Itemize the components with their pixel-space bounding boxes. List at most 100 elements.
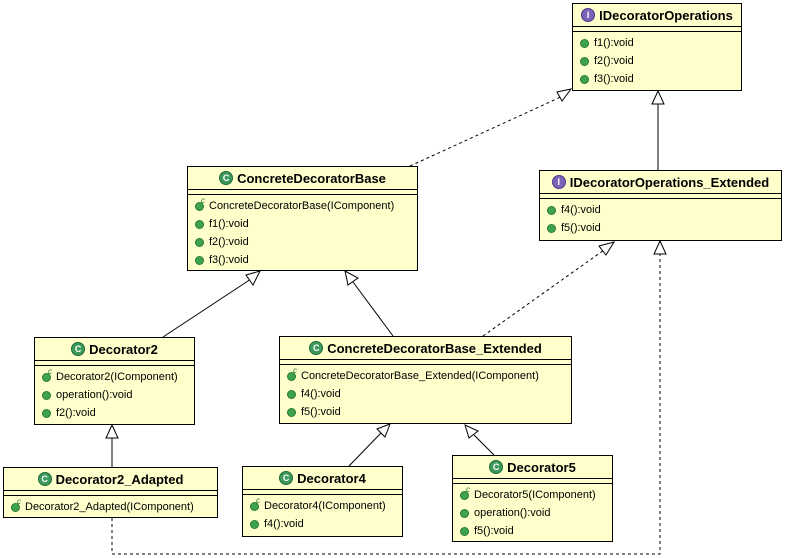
interface-icon: I [581, 8, 596, 22]
operation-item[interactable]: f2():void [573, 52, 741, 70]
operation-signature: operation():void [56, 389, 133, 401]
operation-item[interactable]: f2():void [188, 233, 417, 251]
class-name: Decorator2_Adapted [55, 471, 184, 487]
class-box-dec5[interactable]: CDecorator5Decorator5(IComponent) operati… [452, 455, 613, 542]
class-box-cdb[interactable]: CConcreteDecoratorBaseConcreteDecoratorB… [187, 166, 418, 271]
operation-item[interactable]: Decorator2_Adapted(IComponent) [4, 497, 217, 516]
operation-signature: f2():void [56, 407, 96, 419]
operation-item[interactable]: ConcreteDecoratorBase_Extended(IComponen… [280, 366, 571, 385]
operation-item[interactable]: operation():void [453, 504, 612, 522]
attributes-compartment [4, 491, 217, 496]
arrowhead-cdb-right [344, 270, 359, 286]
class-name: Decorator2 [89, 341, 158, 357]
operations-compartment: Decorator4(IComponent) f4():void [243, 495, 402, 533]
public-method-icon [195, 237, 204, 247]
arrowhead-ideco-right [651, 89, 665, 105]
constructor-icon [195, 196, 205, 211]
constructor-icon [250, 496, 260, 511]
operations-compartment: Decorator2(IComponent) operation():void f2… [35, 366, 194, 422]
constructor-icon [460, 485, 470, 500]
public-method-icon [287, 407, 296, 417]
attributes-compartment [573, 27, 741, 32]
public-method-icon [42, 390, 51, 400]
realization-cdb-ideco [409, 95, 564, 167]
attributes-compartment [453, 479, 612, 484]
operation-signature: f3():void [594, 73, 634, 85]
operation-item[interactable]: operation():void [35, 386, 194, 404]
class-icon: C [309, 341, 324, 355]
class-name: Decorator5 [507, 459, 576, 475]
operations-compartment: Decorator2_Adapted(IComponent) [4, 496, 217, 516]
operation-item[interactable]: f4():void [280, 385, 571, 403]
public-method-icon [250, 519, 259, 529]
arrowhead-cdb-left [245, 270, 261, 286]
arrowhead-ideco-left [556, 88, 573, 102]
generalization-dec2-cdb [162, 278, 252, 338]
interface-icon: I [551, 175, 566, 189]
operation-signature: f2():void [209, 236, 249, 248]
class-icon: C [71, 342, 86, 356]
class-icon: C [279, 471, 294, 485]
public-method-icon [580, 38, 589, 48]
realization-dec2a-idecx [111, 254, 661, 555]
operation-signature: f1():void [594, 37, 634, 49]
generalization-dec4-cdbx [348, 432, 382, 467]
arrowhead-idecx-left [598, 241, 616, 256]
class-icon: C [37, 472, 52, 486]
operations-compartment: Decorator5(IComponent) operation():void f5… [453, 484, 612, 540]
public-method-icon [42, 408, 51, 418]
public-method-icon [547, 205, 556, 215]
operation-item[interactable]: Decorator5(IComponent) [453, 485, 612, 504]
operation-item[interactable]: f1():void [573, 34, 741, 52]
generalization-dec5-cdbx [473, 434, 495, 456]
attributes-compartment [35, 361, 194, 366]
public-method-icon [195, 255, 204, 265]
constructor-icon [11, 497, 21, 512]
operation-signature: Decorator2(IComponent) [56, 371, 178, 383]
operation-signature: f5():void [561, 222, 601, 234]
class-box-dec2a[interactable]: CDecorator2_AdaptedDecorator2_Adapted(IC… [3, 467, 218, 518]
class-box-dec4[interactable]: CDecorator4Decorator4(IComponent) f4():vo… [242, 466, 403, 537]
public-method-icon [580, 56, 589, 66]
class-icon: C [219, 171, 234, 185]
public-method-icon [547, 223, 556, 233]
operation-item[interactable]: f2():void [35, 404, 194, 422]
operation-item[interactable]: f3():void [573, 70, 741, 88]
class-name: IDecoratorOperations [599, 7, 733, 23]
operation-item[interactable]: f5():void [453, 522, 612, 540]
constructor-icon [287, 366, 297, 381]
operation-item[interactable]: f4():void [243, 515, 402, 533]
operation-signature: f4():void [301, 388, 341, 400]
arrowhead-idecx-bottom [653, 239, 667, 255]
class-name: ConcreteDecoratorBase_Extended [327, 340, 542, 356]
operation-signature: Decorator2_Adapted(IComponent) [25, 501, 194, 513]
operation-item[interactable]: f3():void [188, 251, 417, 269]
public-method-icon [195, 219, 204, 229]
operation-signature: operation():void [474, 507, 551, 519]
operation-item[interactable]: Decorator4(IComponent) [243, 496, 402, 515]
operation-item[interactable]: f4():void [540, 201, 781, 219]
attributes-compartment [540, 194, 781, 199]
operations-compartment: f1():void f2():void f3():void [573, 32, 741, 88]
operation-signature: ConcreteDecoratorBase_Extended(IComponen… [301, 370, 539, 382]
public-method-icon [580, 74, 589, 84]
operation-item[interactable]: f5():void [280, 403, 571, 421]
class-box-cdbx[interactable]: CConcreteDecoratorBase_ExtendedConcreteD… [279, 336, 572, 424]
operation-item[interactable]: ConcreteDecoratorBase(IComponent) [188, 196, 417, 215]
class-box-dec2[interactable]: CDecorator2Decorator2(IComponent) operati… [34, 337, 195, 425]
operation-signature: f3():void [209, 254, 249, 266]
operation-item[interactable]: f5():void [540, 219, 781, 237]
operation-signature: ConcreteDecoratorBase(IComponent) [209, 200, 395, 212]
class-name: ConcreteDecoratorBase [237, 170, 386, 186]
realization-cdbx-idecx [482, 249, 605, 337]
operation-signature: f4():void [264, 518, 304, 530]
operation-item[interactable]: Decorator2(IComponent) [35, 367, 194, 386]
operation-item[interactable]: f1():void [188, 215, 417, 233]
